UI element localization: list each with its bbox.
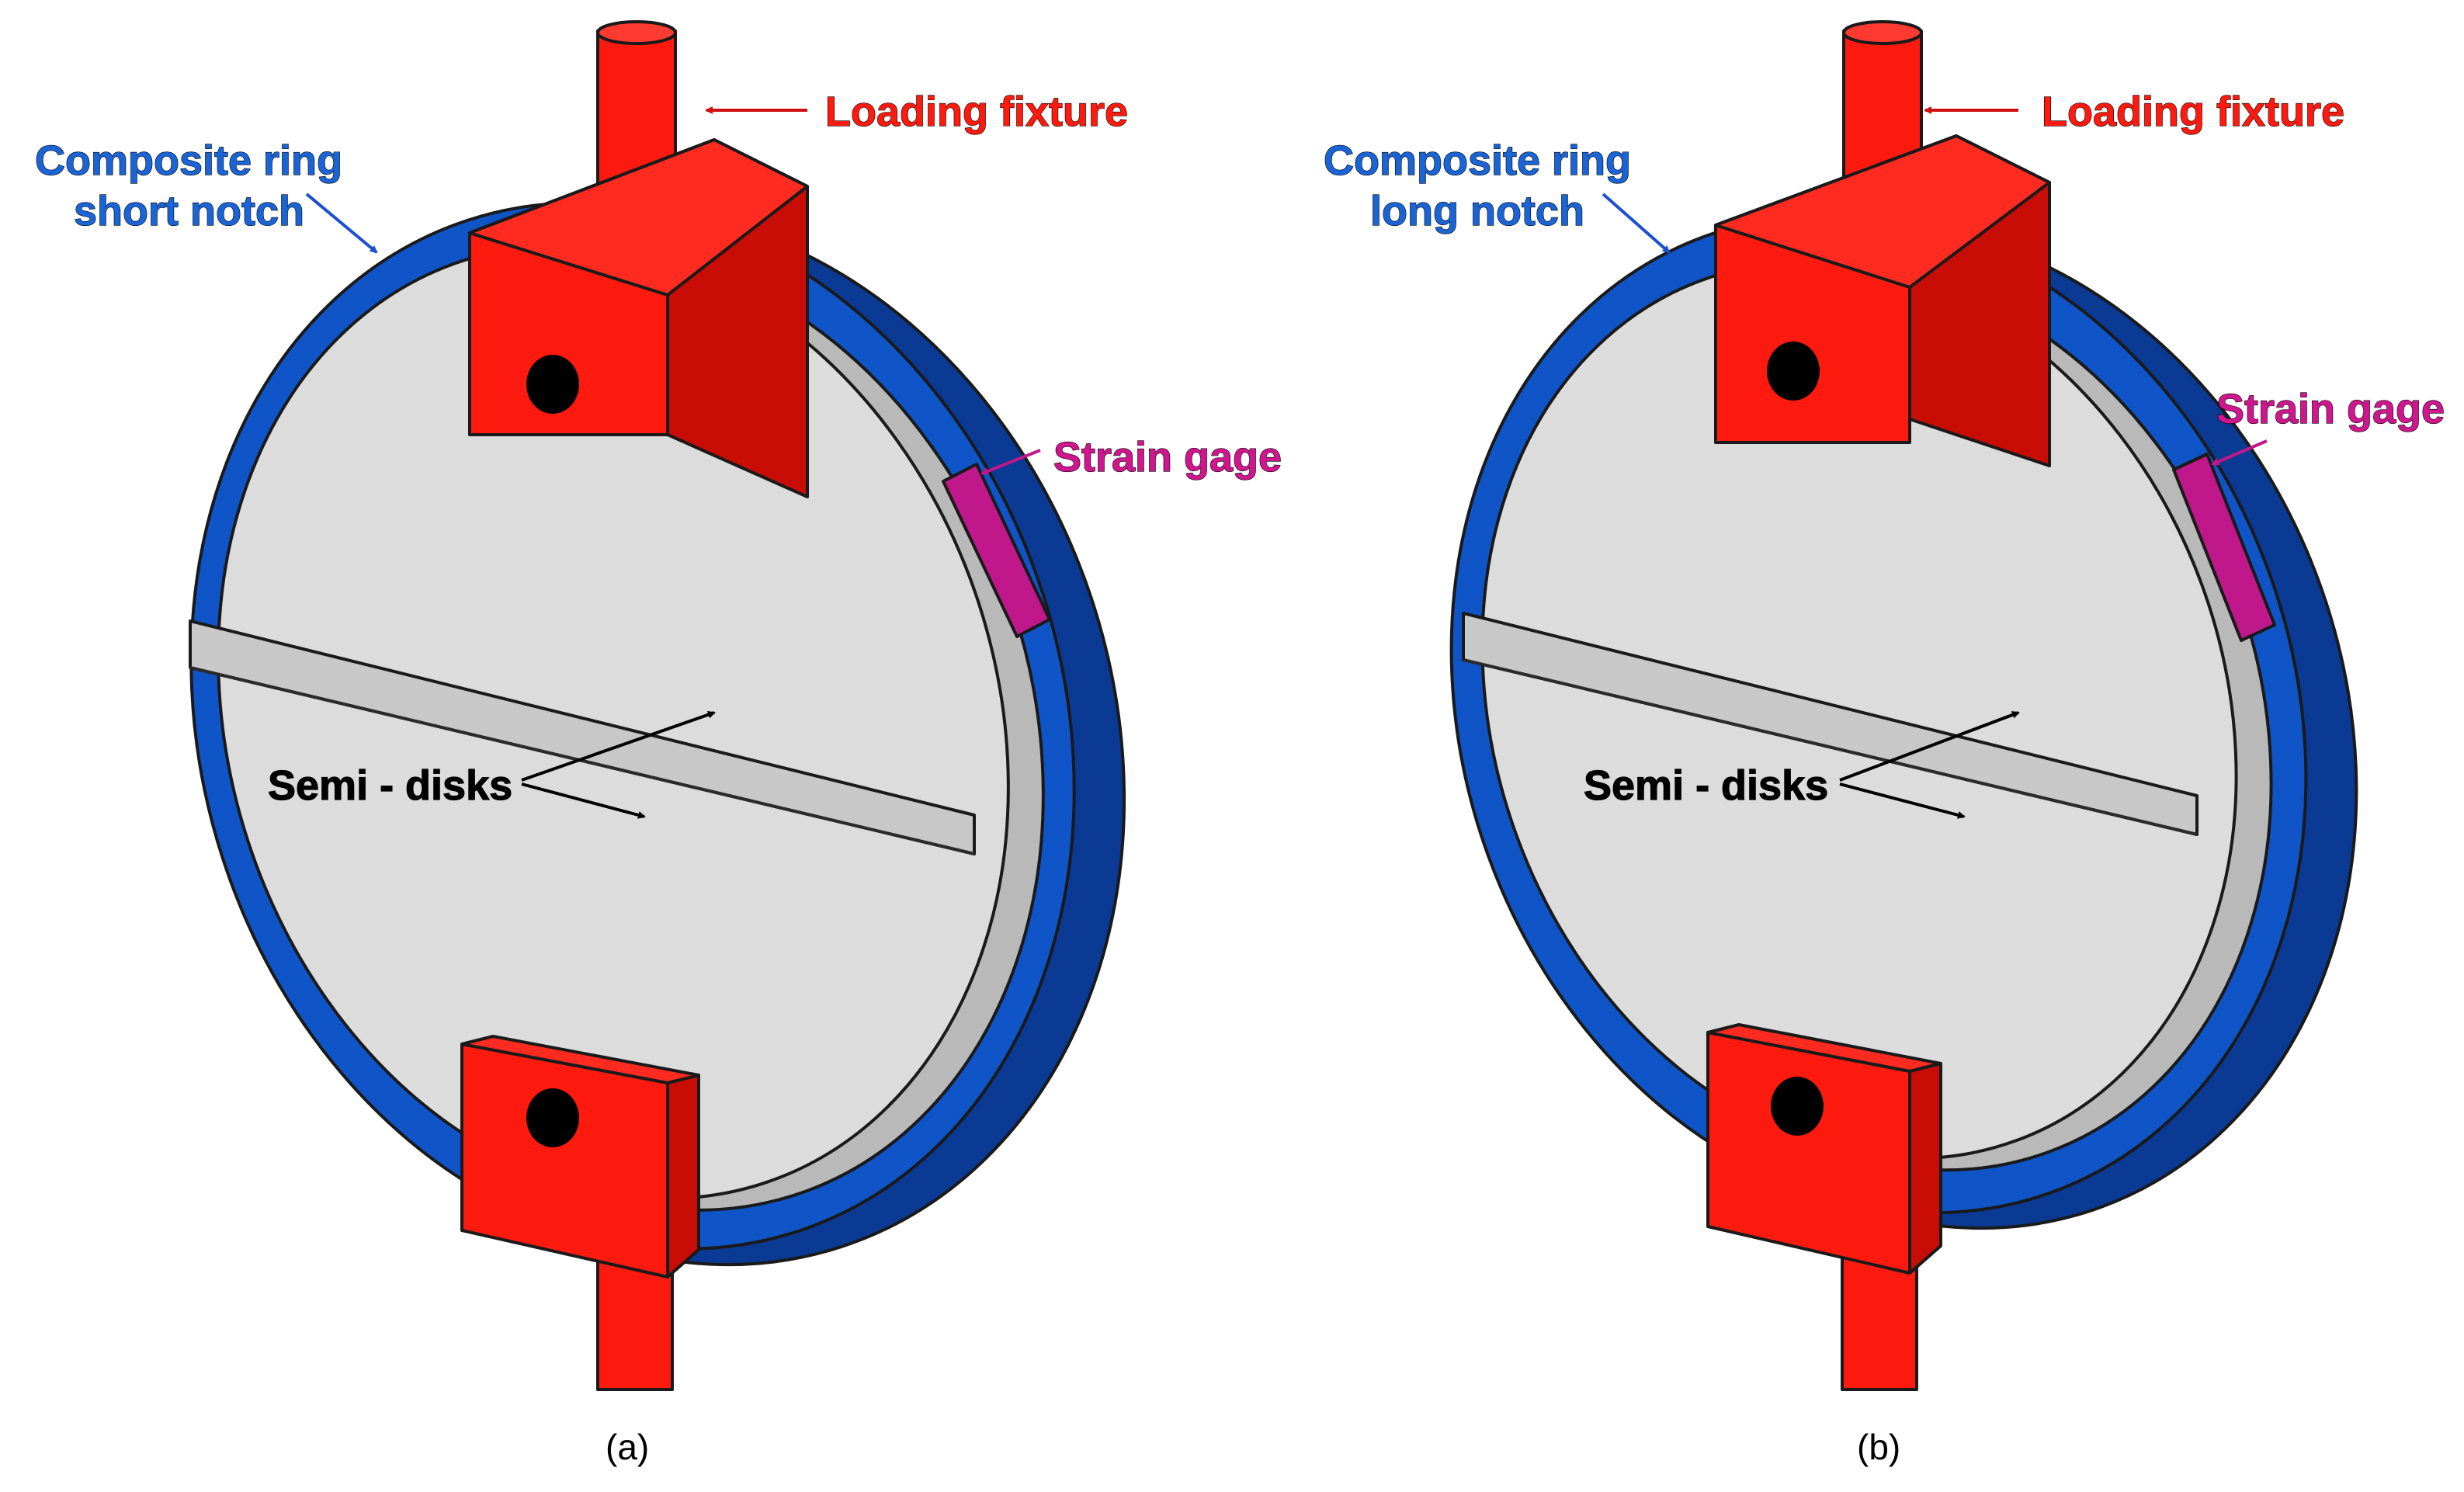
panel-a-fixture-label: Loading fixture — [825, 88, 1128, 135]
panel-b-caption: (b) — [1857, 1427, 1900, 1467]
panel-a-disks-label: Semi - disks — [268, 762, 512, 809]
panel-b-ring-label-line2: long notch — [1370, 188, 1584, 234]
panel-a-gage-arrow — [980, 449, 1041, 475]
panel-b-gage-arrow — [2211, 439, 2268, 466]
disk-face — [217, 244, 1010, 1200]
lower-loading-fixture — [460, 1035, 700, 1279]
panel-b-ring-arrow — [1602, 193, 1671, 254]
panel-b-disks-arrow-lower — [1839, 782, 1966, 819]
strain-gage — [942, 463, 1051, 638]
panel-b-disks-label: Semi - disks — [1584, 762, 1828, 809]
panel-b-fixture-label: Loading fixture — [2042, 88, 2344, 135]
upper-loading-fixture — [1714, 20, 2051, 467]
panel-a-caption: (a) — [606, 1427, 649, 1467]
panel-a-ring-arrow — [305, 193, 378, 254]
strain-gage — [2172, 453, 2276, 642]
panel-a-disks-arrow-lower — [521, 782, 646, 819]
panel-a-ring-label-line2: short notch — [74, 188, 304, 234]
upper-pin-hole — [1767, 342, 1820, 401]
panel-a: Composite ring short notch Loading fixtu… — [34, 20, 1282, 1467]
panel-a-ring-label-line1: Composite ring — [35, 137, 342, 184]
panel-b-disks-arrow-upper — [1839, 711, 2020, 782]
disk-split-line — [189, 666, 975, 855]
panel-b-gage-label: Strain gage — [2216, 386, 2445, 432]
panel-b: Composite ring long notch Loading fixtur… — [1323, 20, 2445, 1467]
upper-pin-hole — [526, 355, 579, 414]
disk-split-line — [1463, 658, 2198, 836]
lower-loading-fixture — [1706, 1023, 1942, 1275]
upper-loading-fixture — [468, 20, 809, 498]
panel-b-ring-label-line1: Composite ring — [1324, 137, 1631, 184]
panel-a-gage-label: Strain gage — [1053, 434, 1282, 481]
panel-a-disks-arrow-upper — [521, 710, 716, 782]
lower-pin-hole — [526, 1088, 579, 1147]
lower-pin-hole — [1771, 1077, 1824, 1136]
